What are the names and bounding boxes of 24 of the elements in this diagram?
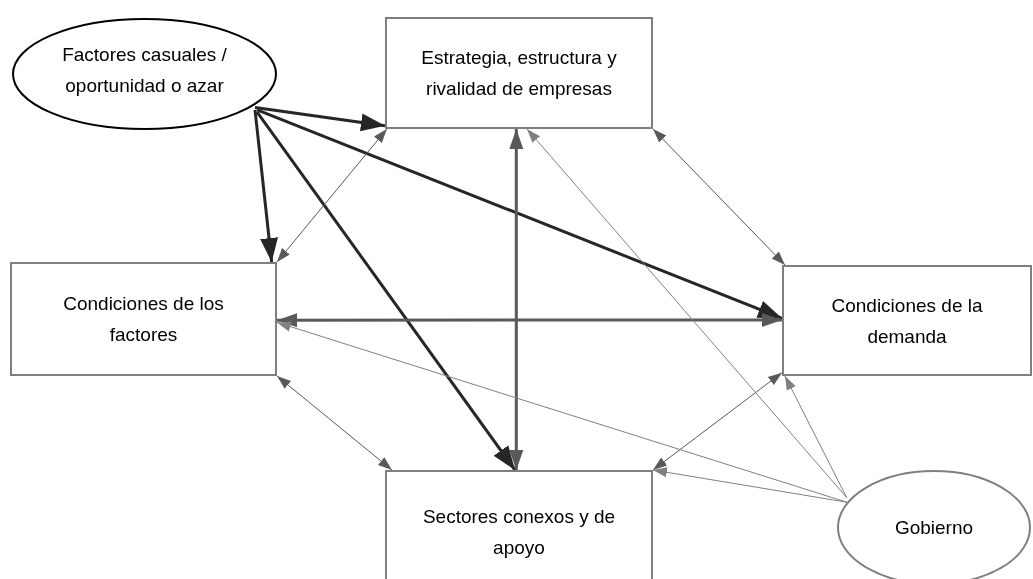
arrow (254, 106, 386, 132)
arrow (509, 129, 524, 470)
node-label: Sectores conexos y de apoyo (421, 505, 617, 560)
node-label: Condiciones de los factores (62, 292, 225, 347)
arrow (784, 375, 848, 499)
process-box (782, 265, 1032, 376)
arrow (277, 312, 782, 328)
arrow (652, 372, 783, 471)
process-box (385, 470, 653, 579)
arrow (276, 375, 393, 471)
arrow (256, 108, 783, 320)
process-box (385, 17, 653, 129)
node-label: Factores casuales / oportunidad o azar (61, 43, 228, 98)
arrow (276, 128, 388, 263)
node-label: Estrategia, estructura y rivalidad de empresas (420, 46, 618, 101)
node-label: Gobierno (894, 516, 974, 540)
arrow (652, 467, 848, 503)
arrow (652, 128, 786, 266)
arrow (253, 109, 278, 263)
node-label: Condiciones de la demanda (830, 293, 984, 349)
arrow (526, 128, 848, 499)
ellipse-node (12, 18, 277, 130)
process-box (10, 262, 277, 376)
arrow (255, 111, 517, 471)
